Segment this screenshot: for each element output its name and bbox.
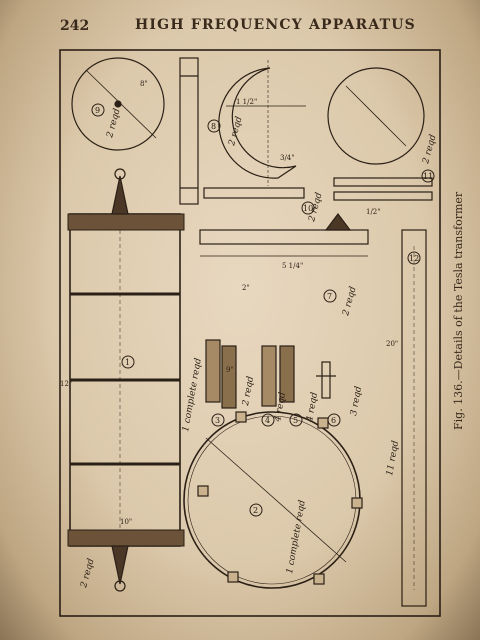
coil-former-part-1 <box>67 168 185 592</box>
callout-10: 10 <box>303 204 313 213</box>
callout-4: 4 <box>265 416 270 425</box>
small-blocks <box>205 339 336 409</box>
drawing-border <box>59 49 441 617</box>
running-head: HIGH FREQUENCY APPARATUS <box>135 17 416 33</box>
dimension-labels: 8" 1 1/2" 3/4" 5 1/4" 9" 12" 10" 20" 2" … <box>60 80 398 526</box>
note-2-reqd-right: 2 reqd <box>421 133 439 166</box>
strip-part-10 <box>179 57 199 205</box>
page-number: 242 <box>60 18 90 34</box>
dim-8: 8" <box>140 80 148 88</box>
note-2-reqd-top: 2 reqd <box>105 107 123 140</box>
note-11-reqd: 11 reqd <box>385 440 401 477</box>
callout-markers: 9 8 11 10 7 1 3 4 5 6 2 12 <box>91 103 435 517</box>
disc-part-11 <box>327 67 425 165</box>
ring-part-2 <box>183 411 363 589</box>
callout-1: 1 <box>125 358 130 367</box>
note-2-reqd-disc: 2 reqd <box>227 115 245 148</box>
note-2-reqd-left: 2 reqd <box>79 557 97 590</box>
note-1-complete-ring: 1 complete reqd <box>285 499 308 574</box>
callout-3: 3 <box>215 416 220 425</box>
dim-10: 10" <box>120 518 132 526</box>
long-bar-part-12 <box>401 229 427 607</box>
clipped-disc-part-8 <box>218 60 306 186</box>
note-2-reqd-strip: 2 reqd <box>307 191 325 224</box>
note-2-reqd-small: 2 reqd <box>241 375 256 407</box>
dim-20: 20" <box>386 340 398 348</box>
dim-2: 2" <box>242 284 250 292</box>
dim-5-1-4: 5 1/4" <box>282 262 303 270</box>
note-3-reqd-small: 3 reqd <box>349 385 364 416</box>
dim-3-4: 3/4" <box>280 154 295 162</box>
callout-6: 6 <box>331 416 336 425</box>
note-1-complete: 1 complete reqd <box>181 357 204 432</box>
figure-caption: Fig. 136.—Details of the Tesla transform… <box>452 191 465 430</box>
note-2-reqd-rod: 2 reqd <box>341 285 359 318</box>
disc-part-9 <box>71 57 165 151</box>
dim-9: 9" <box>226 366 234 374</box>
callout-9: 9 <box>95 106 100 115</box>
callout-12: 12 <box>409 254 419 263</box>
callout-7: 7 <box>327 292 332 301</box>
rod-part-7 <box>199 213 369 257</box>
callout-8: 8 <box>211 122 216 131</box>
dim-1-1-2: 1 1/2" <box>236 98 257 106</box>
callout-11: 11 <box>423 172 433 181</box>
drawing-notes: 2 reqd 2 reqd 2 reqd 2 reqd 2 reqd 1 com… <box>79 107 439 590</box>
technical-drawing: 9 8 11 10 7 1 3 4 5 6 2 12 2 reqd <box>59 49 441 617</box>
page-header: 242 HIGH FREQUENCY APPARATUS <box>0 14 480 36</box>
callout-2: 2 <box>253 506 258 515</box>
dim-12: 12" <box>60 380 72 388</box>
callout-5: 5 <box>293 416 298 425</box>
horizontal-strips <box>203 177 433 201</box>
dim-1-2: 1/2" <box>366 208 381 216</box>
